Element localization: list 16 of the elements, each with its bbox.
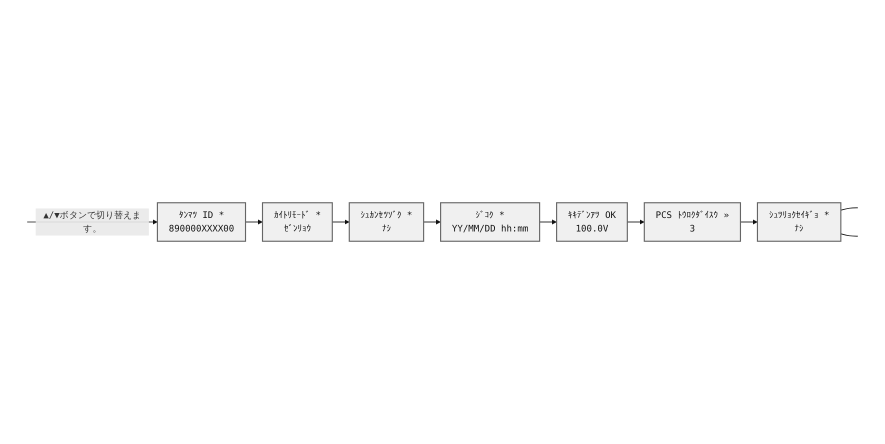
arrow xyxy=(740,220,758,224)
node-box: ｼｭﾂﾘｮｸｾｲｷﾞｮ * ﾅｼ xyxy=(756,202,842,242)
arrow xyxy=(332,220,350,224)
arrow xyxy=(245,220,263,224)
arrow xyxy=(423,220,441,224)
node-box: PCS ﾄｳﾛｸﾀﾞｲｽｳ » 3 xyxy=(644,202,742,242)
node-box: ｷｷﾃﾞﾝｱﾂ OK 100.0V xyxy=(556,202,628,242)
node-box: ｼﾞｺｸ * YY/MM/DD hh:mm xyxy=(440,202,540,242)
node-box: ｶｲﾄﾘﾓｰﾄﾞ * ｾﾞﾝﾘｮｳ xyxy=(262,202,333,242)
connector xyxy=(840,233,858,237)
connector xyxy=(840,207,858,211)
arrow xyxy=(626,220,645,224)
node-box: ﾀﾝﾏﾂ ID * 890000XXXX00 xyxy=(156,202,246,242)
edge-label: ▲/▼ボタンで切り替えます。 xyxy=(43,210,142,234)
arrow xyxy=(539,220,557,224)
node-box: ｼｭｶﾝｾﾂｿﾞｸ * ﾅｼ xyxy=(348,202,424,242)
